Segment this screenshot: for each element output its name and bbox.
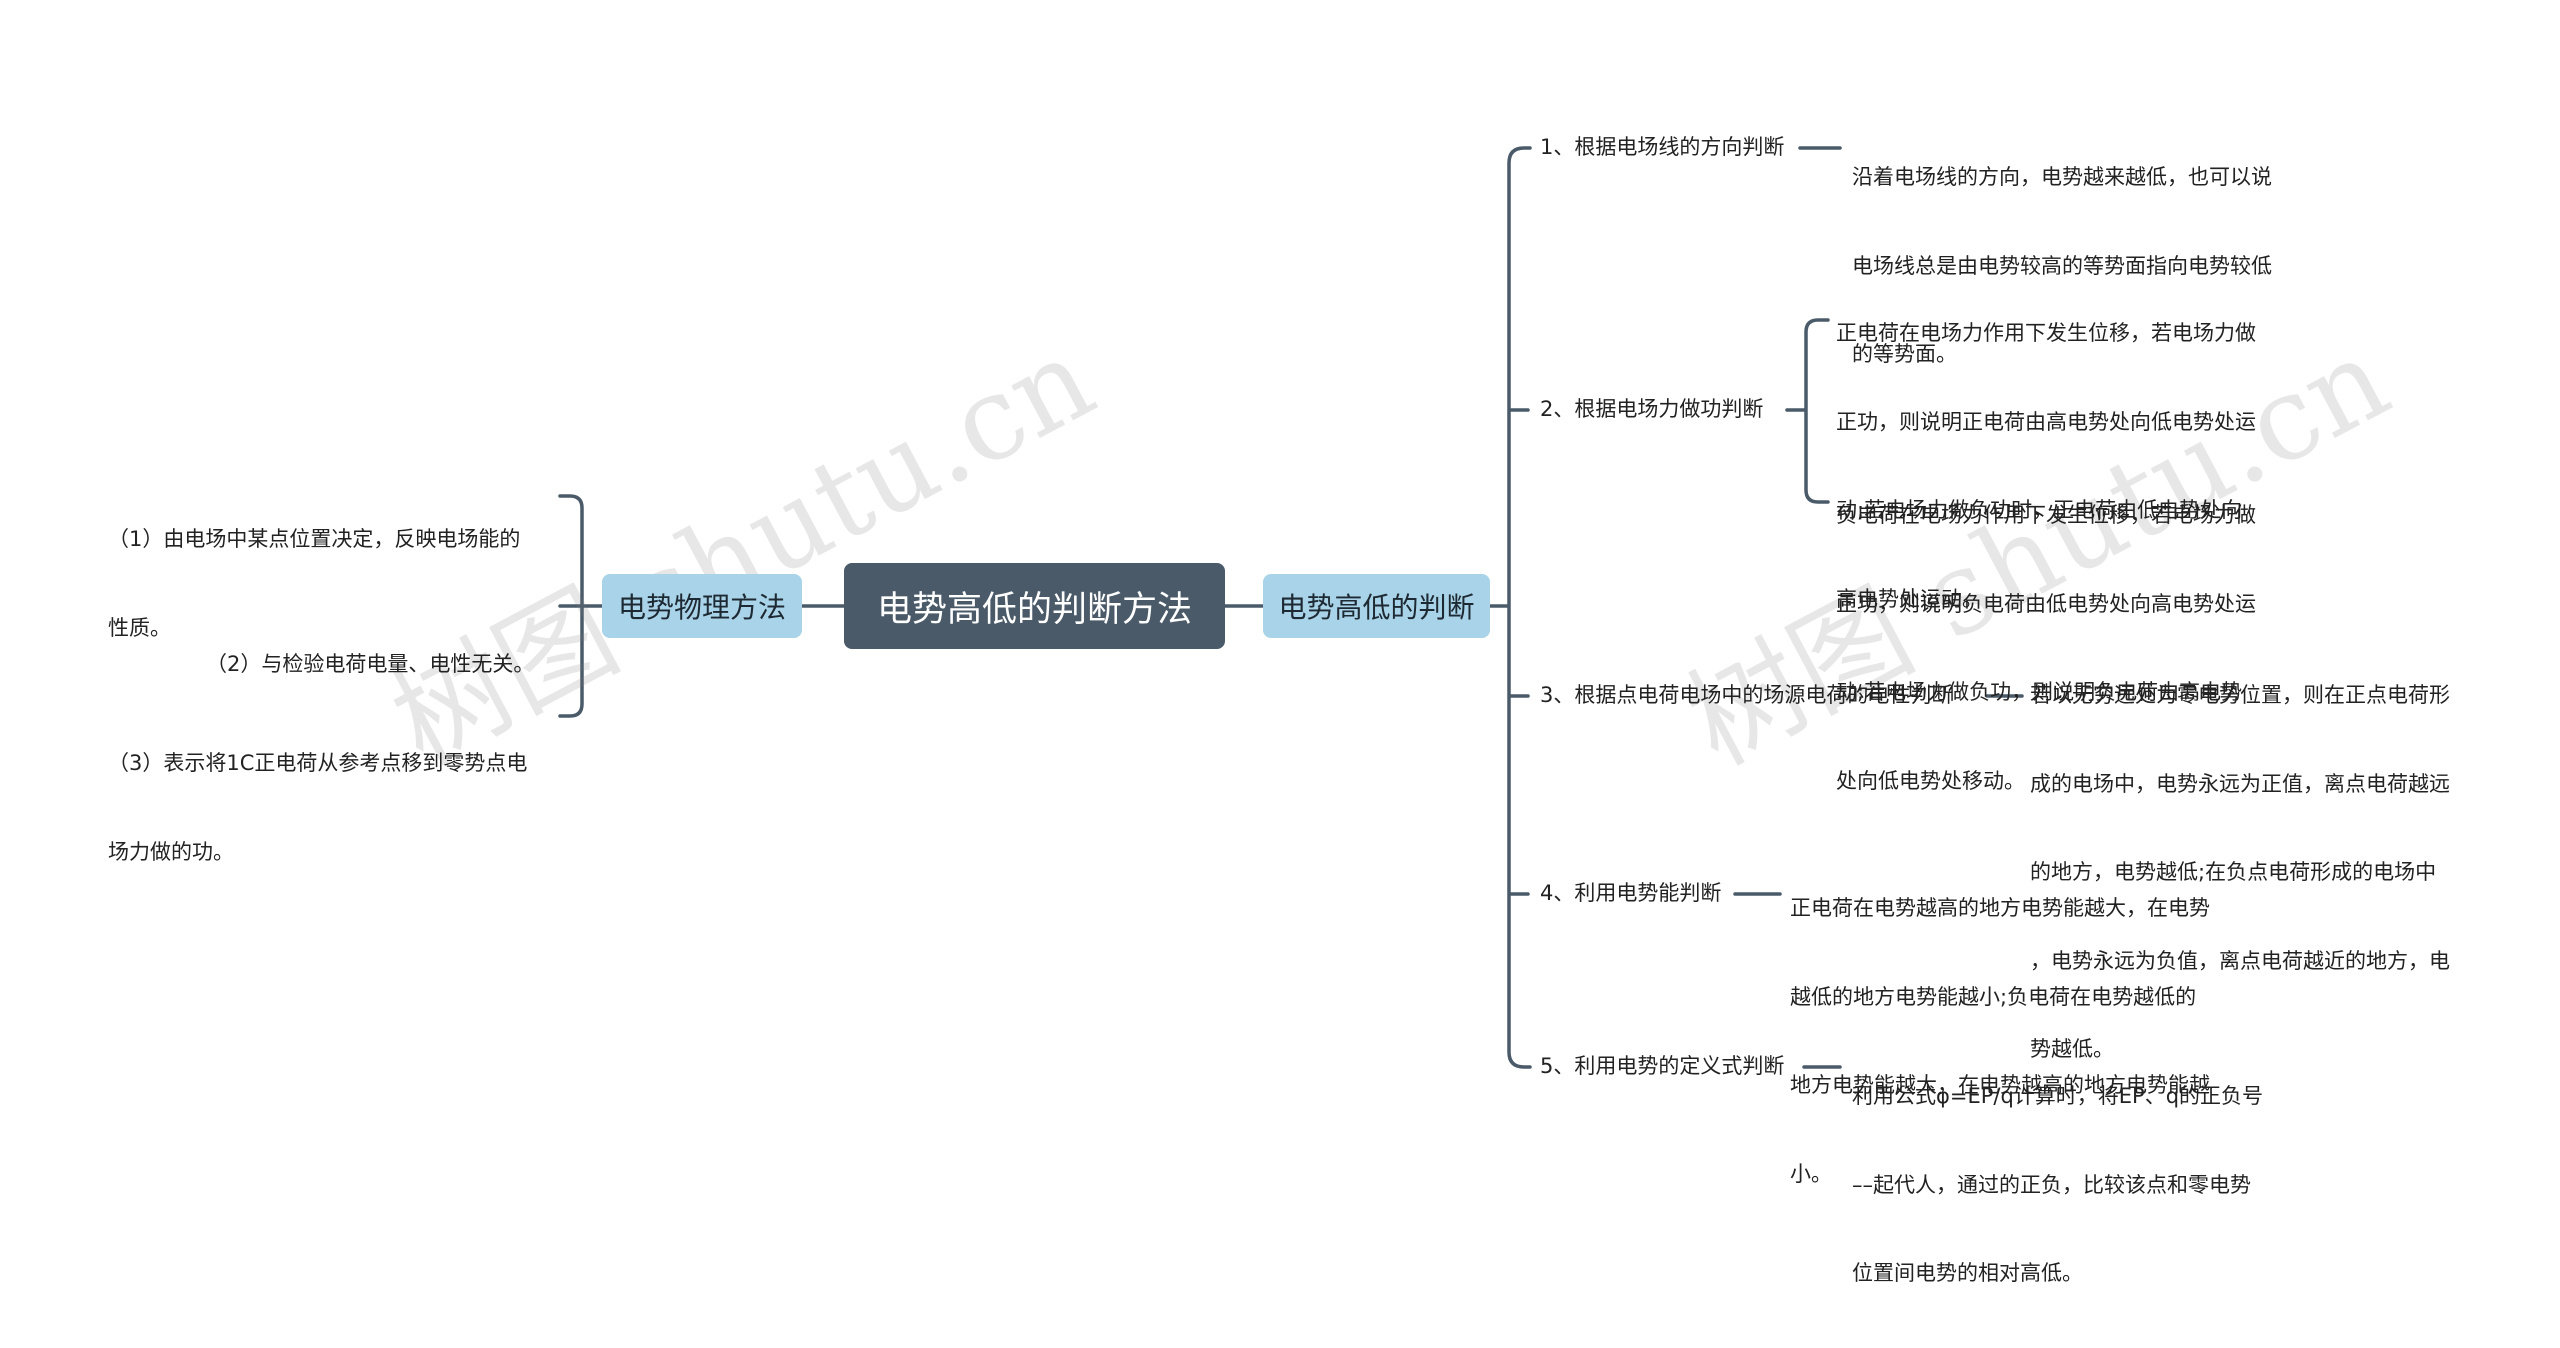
connector-lines [558, 146, 2024, 1069]
right-item-4[interactable]: 4、利用电势能判断 [1540, 881, 1722, 905]
branch-potential-judgement-label: 电势高低的判断 [1278, 591, 1475, 624]
right-item-2-detail-1[interactable]: 正电荷在电场力作用下发生位移，若电场力做 正功，则说明正电荷由高电势处向低电势处… [1836, 260, 2256, 673]
detail-line: ，电势永远为负值，离点电荷越近的地方，电 [2030, 948, 2450, 973]
left-leaf-3[interactable]: （3）表示将1C正电荷从参考点移到零势点电 场力做的功。 [108, 690, 527, 926]
detail-line: 地方电势能越大，在电势越高的地方电势能越 [1790, 1073, 2210, 1097]
detail-line: 势越低。 [2030, 1037, 2114, 1061]
detail-line: 的地方，电势越低;在负点电荷形成的电场中 [2030, 860, 2437, 884]
detail-line: ––起代人，通过的正负，比较该点和零电势 [1852, 1172, 2251, 1197]
detail-line: 正功，则说明负电荷由低电势处向高电势处运 [1836, 591, 2256, 616]
detail-line: 高电势处运动。 [1836, 586, 1983, 611]
branch-potential-judgement[interactable]: 电势高低的判断 [1263, 574, 1490, 638]
left-leaf-2[interactable]: （2）与检验电荷电量、电性无关。 [206, 591, 534, 739]
detail-line: 位置间电势的相对高低。 [1852, 1261, 2083, 1285]
right-item-1-detail[interactable]: 沿着电场线的方向，电势越来越低，也可以说 电场线总是由电势较高的等势面指向电势较… [1852, 104, 2272, 429]
detail-line: 正电荷在电场力作用下发生位移，若电场力做 [1836, 321, 2256, 345]
left-leaf-1[interactable]: （1）由电场中某点位置决定，反映电场能的 性质。 [108, 466, 520, 702]
detail-line: 正功，则说明正电荷由高电势处向低电势处运 [1836, 409, 2256, 434]
root-label: 电势高低的判断方法 [876, 589, 1192, 630]
branch-physics-methods[interactable]: 电势物理方法 [602, 574, 802, 638]
right-item-5-detail[interactable]: 利用公式φ=EP/q计算时，将EP、q的正负号 ––起代人，通过的正负，比较该点… [1852, 1023, 2263, 1348]
left-leaf-3-line: 场力做的功。 [108, 839, 234, 864]
left-leaf-1-line: 性质。 [108, 615, 171, 640]
detail-line: 小。 [1790, 1161, 1832, 1186]
detail-line: 正电荷在电势越高的地方电势能越大，在电势 [1790, 896, 2210, 920]
left-leaf-1-line: （1）由电场中某点位置决定，反映电场能的 [108, 527, 521, 551]
branch-physics-methods-label: 电势物理方法 [617, 591, 786, 624]
right-item-2-detail-2[interactable]: 负电荷在电场力作用下发生位移，若电场力做 正功，则说明负电荷由低电势处向高电势处… [1836, 442, 2256, 855]
detail-line: 动;若电场力做负功时，正电荷由低电势处向 [1836, 498, 2243, 522]
mind-map-canvas: 树图 shutu.cn 树图 shutu.cn 电势高低的判断方法 电势物理方法… [108, 104, 2450, 1285]
detail-line: 的等势面。 [1852, 342, 1957, 366]
detail-line: 动;若电场力做负功，则说明负电荷由高电势 [1836, 680, 2243, 704]
right-item-5[interactable]: 5、利用电势的定义式判断 [1540, 1054, 1785, 1078]
detail-line: 处向低电势处移动。 [1836, 768, 2025, 793]
root-node[interactable]: 电势高低的判断方法 [844, 563, 1225, 649]
detail-line: 沿着电场线的方向，电势越来越低，也可以说 [1852, 165, 2272, 189]
connector-right-spine [1488, 146, 1532, 1069]
detail-line: 越低的地方电势能越小;负电荷在电势越低的 [1790, 984, 2197, 1009]
right-item-1[interactable]: 1、根据电场线的方向判断 [1540, 135, 1785, 159]
detail-line: 利用公式φ=EP/q计算时，将EP、q的正负号 [1852, 1084, 2264, 1108]
right-item-4-detail[interactable]: 正电荷在电势越高的地方电势能越大，在电势 越低的地方电势能越小;负电荷在电势越低… [1790, 835, 2210, 1248]
detail-line: 负电荷在电场力作用下发生位移，若电场力做 [1836, 503, 2256, 527]
connector-item2-bracket [1785, 318, 1830, 504]
left-leaf-2-line: （2）与检验电荷电量、电性无关。 [206, 652, 535, 676]
detail-line: 若以无穷远处为零电势位置，则在正点电荷形 [2030, 683, 2450, 707]
connector-left-bracket [558, 494, 604, 718]
detail-line: 电场线总是由电势较高的等势面指向电势较低 [1852, 253, 2272, 278]
detail-line: 成的电场中，电势永远为正值，离点电荷越远 [2030, 771, 2450, 796]
right-item-3[interactable]: 3、根据点电荷电场中的场源电荷的电性判断 [1540, 683, 1953, 707]
right-item-3-detail[interactable]: 若以无穷远处为零电势位置，则在正点电荷形 成的电场中，电势永远为正值，离点电荷越… [2030, 622, 2450, 1124]
left-leaf-3-line: （3）表示将1C正电荷从参考点移到零势点电 [108, 751, 528, 775]
right-item-2[interactable]: 2、根据电场力做功判断 [1540, 397, 1764, 421]
